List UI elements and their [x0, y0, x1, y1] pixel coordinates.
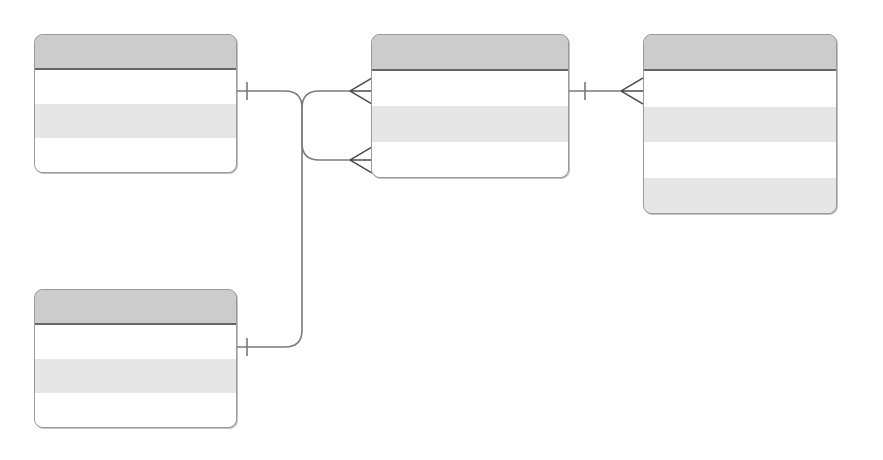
attribute-user_dim-birthdate[interactable] [35, 393, 236, 427]
crow-foot-prong-2 [349, 90, 373, 105]
relationship-user_signup-to-sales [569, 77, 644, 105]
attribute-user_dim-adress[interactable] [35, 359, 236, 393]
entity-user_dim[interactable] [34, 289, 237, 428]
entity-sales[interactable] [643, 34, 837, 214]
attribute-country_dim-country_name[interactable] [35, 104, 236, 138]
crow-foot-country_dim-to-user_signup [349, 146, 373, 174]
connector-line-user_dim-to-user_signup [237, 90, 350, 348]
crow-foot-user_dim-to-user_signup [349, 77, 373, 105]
crow-foot-prong-2 [620, 90, 644, 105]
attribute-sales-user_id[interactable] [644, 71, 836, 107]
crow-foot-prong-0 [620, 77, 644, 92]
entity-title-sales [644, 35, 836, 71]
attribute-sales-purchase_id[interactable] [644, 142, 836, 178]
attribute-user_signup-user_id[interactable] [372, 71, 568, 107]
crow-foot-prong-0 [349, 77, 373, 92]
crow-foot-prong-0 [349, 146, 373, 161]
attribute-country_dim-country_id[interactable] [35, 70, 236, 104]
attribute-sales-purchase_date[interactable] [644, 106, 836, 142]
relationship-country_dim-to-user_signup [237, 82, 373, 174]
entity-title-country_dim [35, 35, 236, 70]
crow-foot-prong-2 [349, 159, 373, 174]
entity-user_signup[interactable] [371, 34, 569, 178]
attribute-country_dim-population[interactable] [35, 138, 236, 172]
entity-country_dim[interactable] [34, 34, 237, 173]
attribute-user_dim-user_id[interactable] [35, 325, 236, 359]
attribute-user_signup-signup_date[interactable] [372, 106, 568, 142]
entity-title-user_signup [372, 35, 568, 71]
entity-title-user_dim [35, 290, 236, 325]
attribute-user_signup-country_id[interactable] [372, 141, 568, 177]
crow-foot-user_signup-to-sales [620, 77, 644, 105]
attribute-sales-purchase_price[interactable] [644, 177, 836, 213]
connector-line-country_dim-to-user_signup [237, 90, 350, 161]
relationship-user_dim-to-user_signup [237, 77, 373, 356]
